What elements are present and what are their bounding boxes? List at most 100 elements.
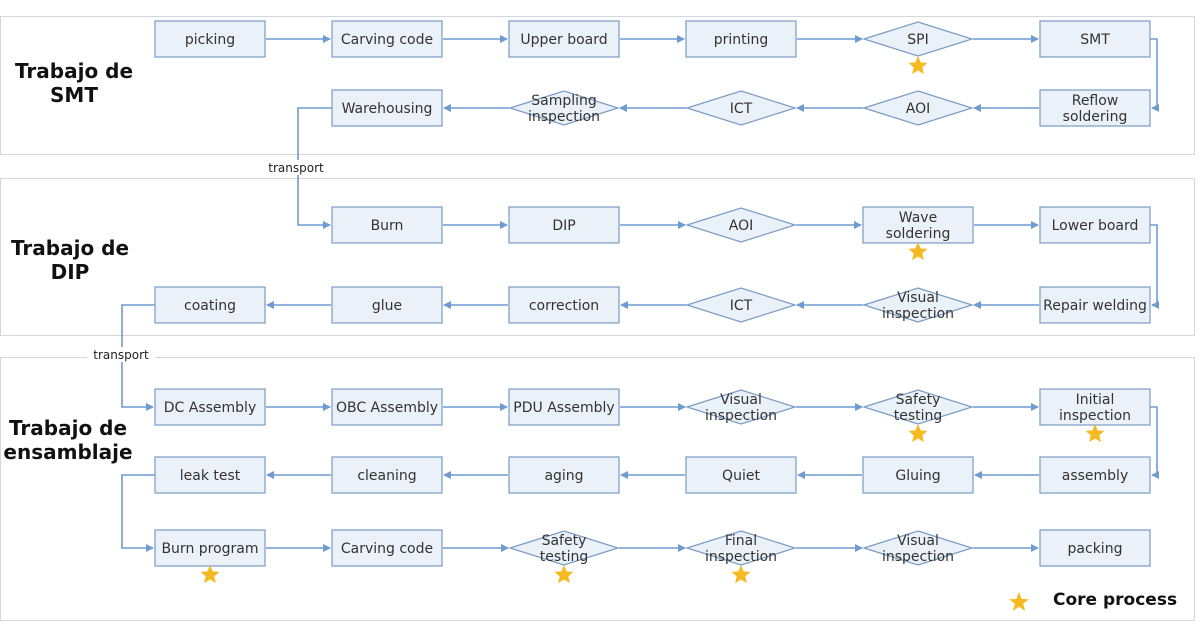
process-node-packing: packing [1039, 529, 1151, 567]
process-node-dc-assembly: DC Assembly [154, 388, 266, 426]
process-node-lower-board: Lower board [1039, 206, 1151, 244]
connector-arrow [1150, 38, 1159, 112]
process-node-leak-test: leak test [154, 456, 266, 494]
star-icon [908, 424, 928, 443]
process-node-quiet: Quiet [685, 456, 797, 494]
process-node-label: Lower board [1052, 218, 1139, 234]
process-node-repair-welding: Repair welding [1039, 286, 1151, 324]
process-node-label: Gluing [895, 468, 940, 484]
section-label-smt: Trabajo de SMT [14, 59, 134, 107]
process-node-aoi: AOI [685, 207, 797, 243]
process-node-coating: coating [154, 286, 266, 324]
process-node-correction: correction [508, 286, 620, 324]
process-node-burn: Burn [331, 206, 443, 244]
process-node-warehousing: Warehousing [331, 89, 443, 127]
process-node-label: ICT [730, 101, 753, 117]
process-node-label: packing [1068, 541, 1123, 557]
star-icon [908, 242, 928, 261]
process-node-ict: ICT [685, 287, 797, 323]
connector-arrow [1150, 224, 1159, 309]
process-node-dip: DIP [508, 206, 620, 244]
process-node-obc-assembly: OBC Assembly [331, 388, 443, 426]
transport-label-bg [262, 160, 330, 175]
process-node-label: assembly [1062, 468, 1128, 484]
process-node-upper-board: Upper board [508, 20, 620, 58]
star-icon [731, 565, 751, 584]
process-node-label: AOI [906, 101, 930, 117]
process-node-aging: aging [508, 456, 620, 494]
process-node-carving-code: Carving code [331, 529, 443, 567]
process-node-glue: glue [331, 286, 443, 324]
process-node-label: DIP [552, 218, 575, 234]
process-node-label: picking [185, 32, 235, 48]
process-node-label: aging [544, 468, 583, 484]
star-icon [200, 565, 220, 584]
process-node-label: coating [184, 298, 236, 314]
flow-arrows [121, 35, 1159, 552]
process-node-pdu-assembly: PDU Assembly [508, 388, 620, 426]
process-node-label: printing [714, 32, 769, 48]
process-node-spi: SPI [862, 21, 974, 75]
transport-label: transport [93, 348, 149, 362]
process-node-label: Burn program [161, 541, 258, 557]
process-node-smt: SMT [1039, 20, 1151, 58]
section-label-dip: Trabajo de DIP [10, 236, 130, 284]
transport-label: transport [268, 161, 324, 175]
process-node-gluing: Gluing [862, 456, 974, 494]
process-node-picking: picking [154, 20, 266, 58]
process-node-carving-code: Carving code [331, 20, 443, 58]
process-node-label: Warehousing [342, 101, 433, 117]
process-node-label: PDU Assembly [513, 400, 614, 416]
process-node-assembly: assembly [1039, 456, 1151, 494]
process-node-label: Burn [371, 218, 404, 234]
connector-arrow [1150, 406, 1159, 479]
process-node-label: Quiet [722, 468, 760, 484]
process-node-printing: printing [685, 20, 797, 58]
star-icon [554, 565, 574, 584]
star-icon [908, 56, 928, 75]
transport-labels: transport transport [87, 160, 330, 362]
process-node-label: OBC Assembly [336, 400, 438, 416]
process-node-label: Repair welding [1043, 298, 1147, 314]
legend-star-icon [1009, 592, 1029, 611]
star-icon [1085, 424, 1105, 443]
connector-arrow [121, 474, 155, 552]
transport-label-bg [87, 347, 155, 362]
section-label-assembly: Trabajo de ensamblaje [3, 416, 133, 464]
process-node-label: AOI [729, 218, 753, 234]
process-node-label: Carving code [341, 541, 433, 557]
process-node-label: glue [372, 298, 402, 314]
process-node-cleaning: cleaning [331, 456, 443, 494]
legend-label: Core process [1053, 590, 1178, 610]
process-node-label: correction [529, 298, 599, 314]
process-node-label: cleaning [357, 468, 416, 484]
process-node-burn-program: Burn program [154, 529, 266, 584]
process-node-ict: ICT [685, 90, 797, 126]
process-node-label: SMT [1080, 32, 1110, 48]
process-node-label: SPI [907, 32, 928, 48]
process-node-label: Carving code [341, 32, 433, 48]
process-node-label: DC Assembly [164, 400, 256, 416]
